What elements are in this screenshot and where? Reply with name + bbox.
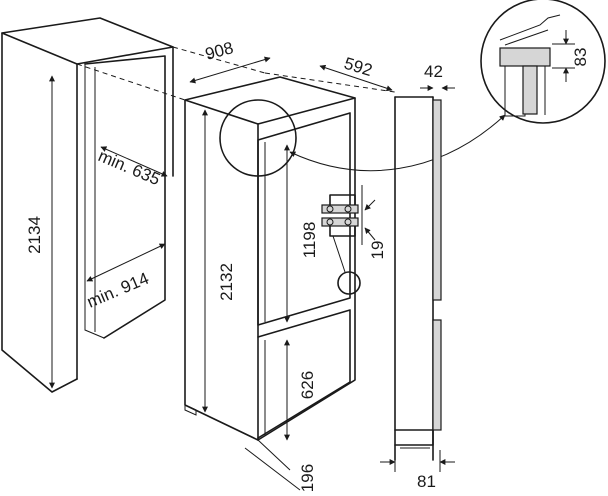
niche-cabinet: 2134 min. 635 min. 914 [1,17,174,393]
hinge-locator-circle [337,271,361,295]
projection-line [76,63,186,101]
door-gap-label: 81 [417,472,436,491]
lower-door-height-label: 626 [298,371,317,399]
plinth-height-label: 196 [298,464,317,492]
upper-door-height-label: 1198 [300,222,319,259]
magnified-detail: 83 [480,0,606,124]
appliance-depth-label: 592 [342,54,375,80]
fridge-appliance: 2132 1198 626 196 908 592 [184,38,393,492]
hinge-detail: 19 [321,185,387,260]
top-detail-height-label: 83 [571,48,590,67]
niche-depth-label: min. 635 [95,146,162,189]
appliance-width-label: 908 [203,38,235,64]
projection-line [264,72,396,93]
niche-height-label: 2134 [25,216,44,254]
appliance-height-label: 2132 [217,263,236,301]
door-panel-thickness-label: 42 [424,62,443,81]
detail-arrow [289,114,506,172]
hinge-offset-label: 19 [368,241,387,260]
niche-width-label: min. 914 [84,269,151,312]
door-side-view: 42 81 [380,62,455,491]
connector-line [332,235,346,273]
